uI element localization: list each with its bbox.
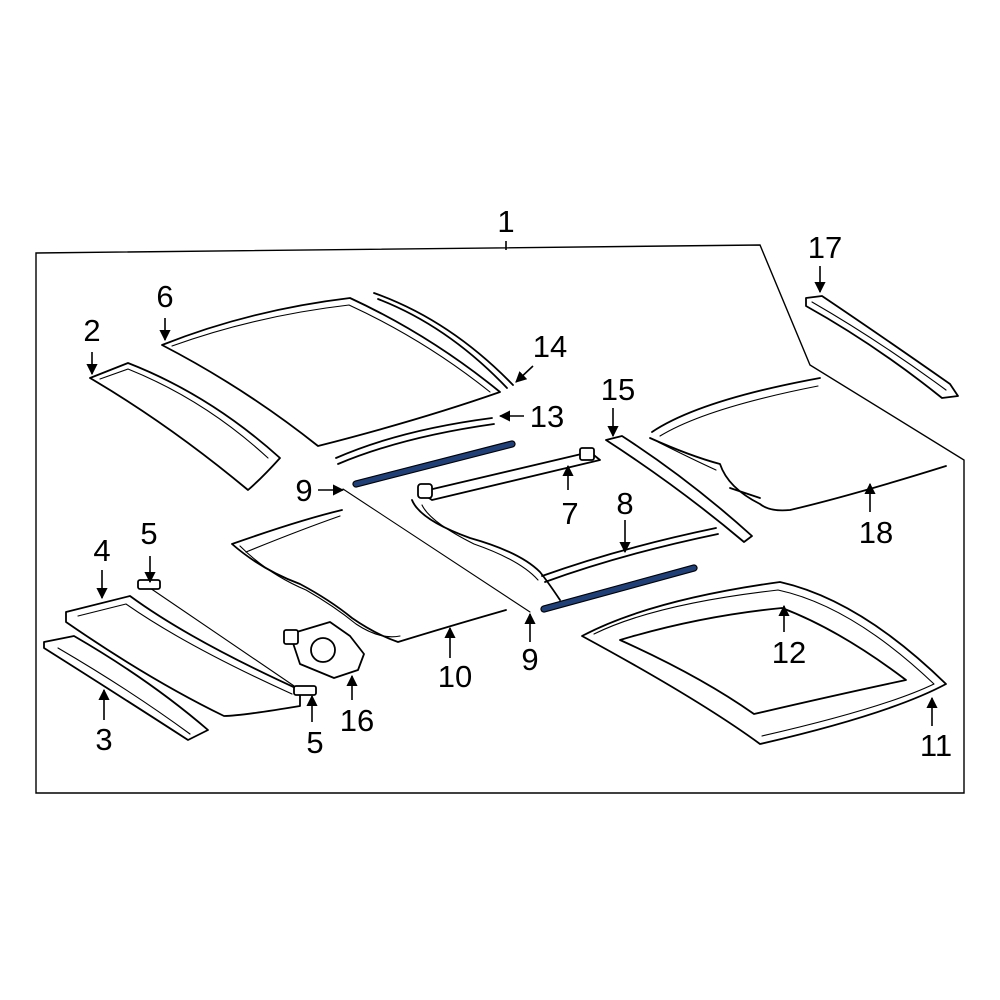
part-3-guide-rail [43, 635, 209, 741]
callout-9-top: 9 [295, 473, 312, 508]
callout-17: 17 [808, 230, 842, 265]
callout-11: 11 [920, 728, 952, 763]
part-12-inner-glass [619, 607, 907, 715]
callout-16: 16 [340, 703, 374, 738]
part-11-outer-frame [581, 581, 947, 745]
part-16-motor [283, 621, 365, 679]
callout-5-top: 5 [140, 516, 157, 551]
part-7-front-frame [411, 447, 601, 601]
part-6-glass-panel [161, 297, 501, 447]
part-10-rear-frame [231, 509, 507, 643]
part-9-seals [342, 440, 698, 613]
callout-13: 13 [530, 399, 564, 434]
part-15-side-rail [605, 435, 753, 543]
callout-7: 7 [561, 496, 578, 531]
assembly-frame [35, 244, 965, 794]
part-14-trim-strip [373, 292, 514, 389]
callout-4: 4 [93, 533, 110, 568]
part-8-rear-strip [541, 527, 719, 583]
part-4-crossmember [65, 595, 301, 717]
part-13-deflector [335, 417, 495, 465]
callout-14: 14 [533, 329, 567, 364]
callout-9-bottom: 9 [521, 642, 538, 677]
callout-10: 10 [438, 659, 472, 694]
part-17-deflector-arm [805, 295, 959, 399]
callout-1: 1 [497, 204, 514, 239]
callout-12: 12 [772, 635, 806, 670]
callout-15: 15 [601, 372, 635, 407]
part-2-rear-panel [89, 362, 281, 491]
callout-18: 18 [859, 515, 893, 550]
callout-3: 3 [95, 722, 112, 757]
callout-6: 6 [156, 279, 173, 314]
callout-8: 8 [616, 486, 633, 521]
callout-2: 2 [83, 313, 100, 348]
callout-5-bottom: 5 [306, 725, 323, 760]
part-18-drain-seal [649, 377, 947, 512]
leader-arrows [86, 266, 938, 726]
